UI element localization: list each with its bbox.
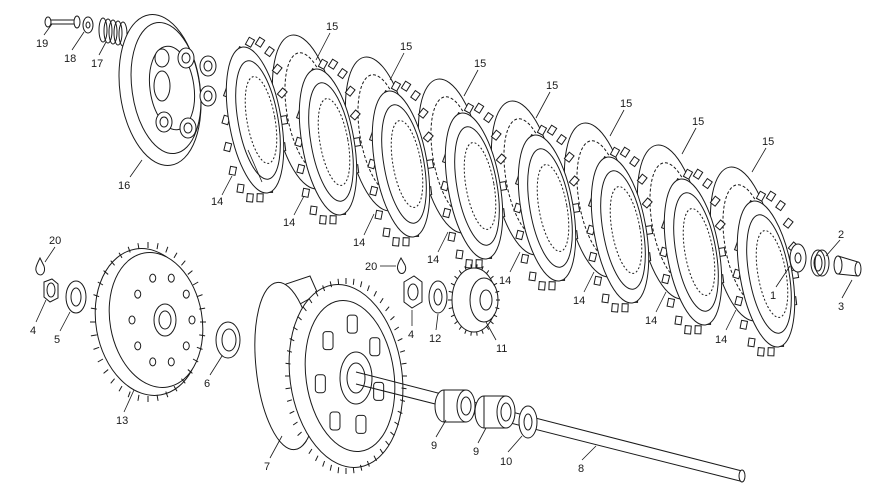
callout-14-d: 14 — [427, 254, 439, 266]
pressure-plate-16 — [118, 14, 217, 166]
bearing-2 — [810, 249, 830, 277]
friction-plate-14 — [221, 36, 289, 203]
callout-1: 1 — [770, 290, 776, 302]
callout-14-f: 14 — [573, 295, 585, 307]
washer-18 — [82, 16, 94, 34]
callout-7: 7 — [264, 461, 270, 473]
spring-17 — [98, 17, 128, 47]
callout-4-middle: 4 — [408, 329, 414, 341]
sealant-drop-20-left — [35, 256, 45, 276]
shaft-8 — [355, 371, 746, 483]
spacer-6 — [215, 321, 241, 359]
friction-plate-14 — [440, 102, 508, 269]
sealant-drop-20-middle — [397, 256, 407, 274]
callout-15-c: 15 — [474, 58, 486, 70]
callout-14-e: 14 — [499, 275, 511, 287]
callout-14-h: 14 — [715, 334, 727, 346]
callout-10: 10 — [500, 456, 512, 468]
callout-14-c: 14 — [353, 237, 365, 249]
washer-12 — [428, 280, 448, 314]
needle-bearing-9-left — [434, 389, 476, 423]
callout-9-right: 9 — [473, 446, 479, 458]
callout-2: 2 — [838, 229, 844, 241]
callout-19: 19 — [36, 38, 48, 50]
callout-16: 16 — [118, 180, 130, 192]
leader-lines — [35, 23, 853, 461]
callout-15-b: 15 — [400, 41, 412, 53]
callout-14-a: 14 — [211, 196, 223, 208]
friction-plate-14 — [513, 124, 581, 291]
callout-6: 6 — [204, 378, 210, 390]
clutch-housing-7 — [254, 275, 407, 474]
callout-15-d: 15 — [546, 80, 558, 92]
callout-11: 11 — [496, 343, 507, 355]
callout-15-f: 15 — [692, 116, 704, 128]
callout-20-middle: 20 — [365, 261, 377, 273]
callout-15-a: 15 — [326, 21, 338, 33]
bolt-19 — [44, 15, 81, 29]
callout-14-b: 14 — [283, 217, 295, 229]
callout-15-g: 15 — [762, 136, 774, 148]
friction-plate-14 — [586, 146, 654, 313]
clutch-plate-stack — [221, 34, 800, 357]
callout-15-e: 15 — [620, 98, 632, 110]
callout-4-left: 4 — [30, 325, 36, 337]
callout-12: 12 — [429, 333, 441, 345]
callout-labels: 19 18 17 16 15 15 15 15 15 15 15 14 14 1… — [30, 21, 844, 475]
friction-plate-14 — [294, 58, 362, 225]
friction-plate-14 — [367, 80, 435, 247]
callout-9-left: 9 — [431, 440, 437, 452]
gear-11 — [448, 264, 500, 336]
nut-4-middle — [403, 275, 423, 309]
nut-4-left — [43, 278, 59, 303]
callout-13: 13 — [116, 415, 128, 427]
washer-5 — [65, 280, 87, 314]
callout-20-left: 20 — [49, 235, 61, 247]
washer-10 — [518, 405, 538, 439]
callout-18: 18 — [64, 53, 76, 65]
callout-17: 17 — [91, 58, 103, 70]
friction-plate-14 — [659, 168, 727, 335]
callout-5: 5 — [54, 334, 60, 346]
needle-bearing-9-right — [474, 395, 516, 429]
callout-8: 8 — [578, 463, 584, 475]
push-piece-1 — [789, 243, 807, 273]
callout-3: 3 — [838, 301, 844, 313]
callout-14-g: 14 — [645, 315, 657, 327]
push-rod-end-3 — [833, 255, 862, 277]
clutch-hub-13 — [90, 242, 206, 402]
